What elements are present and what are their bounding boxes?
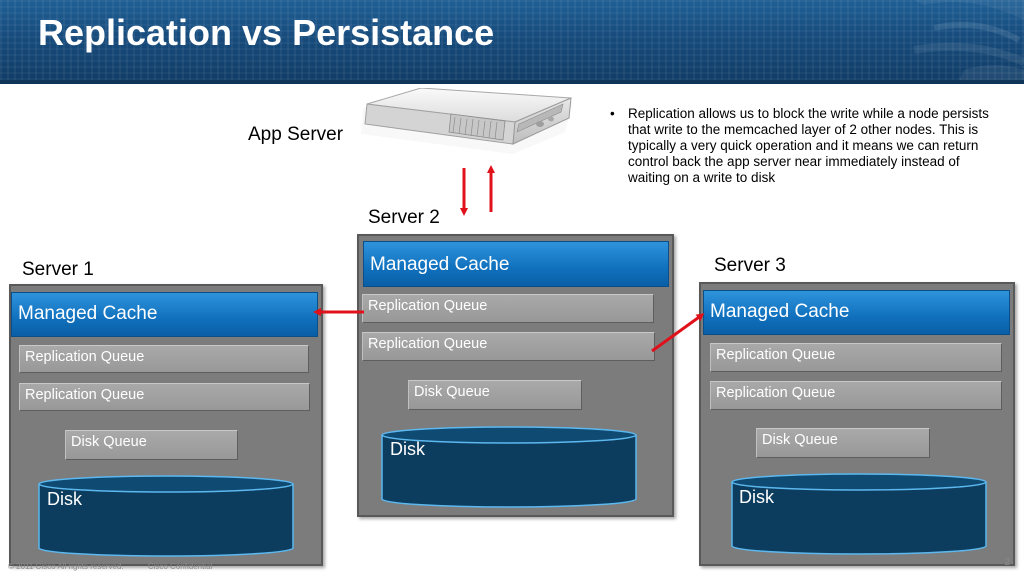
bullet-text: Replication allows us to block the write… xyxy=(628,106,989,185)
server-3-disk-queue: Disk Queue xyxy=(756,428,930,458)
server-1-disk: Disk xyxy=(38,475,294,557)
server-1-disk-label: Disk xyxy=(47,489,82,509)
slide-footer: © 2011 Cisco All rights reserved. Cisco … xyxy=(8,562,234,571)
server-1-replication-queue-1: Replication Queue xyxy=(19,345,309,373)
arrow-server-2-to-server-3 xyxy=(651,313,705,353)
footer-confidential: Cisco Confidential xyxy=(147,562,213,571)
server-3-label: Server 3 xyxy=(714,255,786,276)
app-server-label: App Server xyxy=(248,124,344,145)
server-3-disk: Disk xyxy=(731,473,987,555)
page-number: 2 xyxy=(1004,557,1010,568)
server-3-replication-queue-2: Replication Queue xyxy=(710,381,1002,410)
header-globe-graphic xyxy=(913,0,1024,80)
server-2-disk-queue: Disk Queue xyxy=(408,380,582,410)
footer-copyright: © 2011 Cisco All rights reserved. xyxy=(8,562,124,571)
server-2-disk: Disk xyxy=(381,426,637,508)
server-2-disk-label: Disk xyxy=(390,439,425,459)
server-1-replication-queue-2: Replication Queue xyxy=(19,383,310,411)
app-server-illustration xyxy=(361,88,573,154)
server-2-replication-queue-1: Replication Queue xyxy=(362,294,654,323)
server-1-disk-queue: Disk Queue xyxy=(65,430,238,460)
server-2-managed-cache: Managed Cache xyxy=(363,241,669,287)
server-1-managed-cache: Managed Cache xyxy=(11,292,318,337)
bullet-marker: • xyxy=(610,106,615,121)
server-3-managed-cache: Managed Cache xyxy=(703,290,1010,335)
server-3-disk-label: Disk xyxy=(739,487,774,507)
slide-title: Replication vs Persistance xyxy=(38,12,495,53)
slide-header: Replication vs Persistance xyxy=(0,0,1024,80)
server-3-replication-queue-1: Replication Queue xyxy=(710,343,1002,372)
explanation-bullet: • Replication allows us to block the wri… xyxy=(610,106,1000,186)
header-divider xyxy=(0,80,1024,84)
server-1-label: Server 1 xyxy=(22,259,94,280)
server-2-label: Server 2 xyxy=(368,207,440,228)
server-2-replication-queue-2: Replication Queue xyxy=(362,332,655,361)
